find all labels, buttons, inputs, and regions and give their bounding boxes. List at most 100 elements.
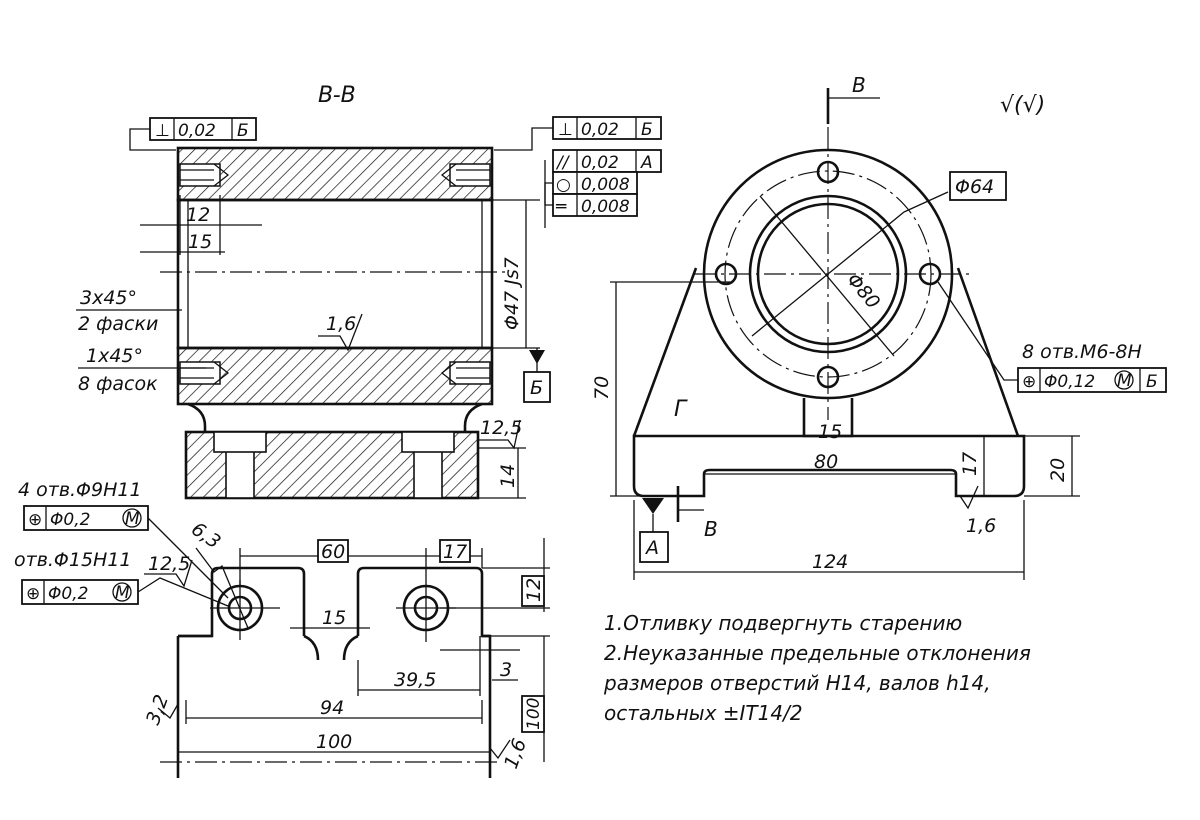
- svg-text:14: 14: [497, 464, 519, 488]
- roughness-16-front: 1,6: [959, 485, 996, 537]
- fcf-perpendicularity-right: ⊥ 0,02 Б: [494, 116, 662, 151]
- svg-text:17: 17: [443, 541, 467, 563]
- holes-large-callout: отв.Φ15H11 ⊕ Φ0,2 M: [14, 549, 229, 607]
- svg-text:B: B: [704, 517, 718, 541]
- bore-outline: [176, 198, 494, 350]
- dim-slot-15: 15: [290, 607, 370, 629]
- svg-text:B: B: [852, 73, 866, 97]
- svg-text:Б: Б: [530, 377, 543, 399]
- svg-text:Б: Б: [237, 121, 249, 141]
- svg-text://: //: [555, 153, 571, 173]
- dim-60-17: 60 17: [239, 539, 483, 586]
- lower-wall: [176, 346, 494, 406]
- roughness-side: 12,5: [478, 417, 522, 450]
- chamfer-note-big: 3x45° 2 фаски: [76, 287, 182, 335]
- roughness-bore: 1,6: [318, 313, 363, 352]
- svg-text:1,6: 1,6: [326, 313, 356, 335]
- svg-text:8 отв.M6-8H: 8 отв.M6-8H: [1022, 341, 1142, 363]
- svg-text:17: 17: [959, 452, 981, 476]
- svg-text:1x45°: 1x45°: [86, 345, 143, 367]
- roughness-note: √(√): [1000, 93, 1045, 118]
- svg-text:0,008: 0,008: [581, 175, 630, 195]
- svg-text:15: 15: [322, 607, 346, 629]
- svg-text:Φ64: Φ64: [955, 176, 994, 198]
- svg-text:⊕: ⊕: [26, 584, 40, 604]
- svg-text:Φ0,2: Φ0,2: [48, 584, 88, 604]
- section-label: B-B: [318, 83, 356, 108]
- svg-text:Φ0,12: Φ0,12: [1044, 372, 1095, 392]
- technical-notes: 1.Отливку подвергнуть старению 2.Неуказа…: [603, 611, 1031, 725]
- bolt-hole: [918, 262, 942, 286]
- svg-text:⊥: ⊥: [558, 120, 573, 140]
- svg-text:12: 12: [523, 578, 545, 602]
- svg-text:M: M: [115, 583, 130, 603]
- dim-3: 3: [440, 649, 520, 681]
- svg-text:0,008: 0,008: [581, 197, 630, 217]
- threaded-hole: [440, 163, 491, 187]
- section-view: B-B: [76, 83, 662, 500]
- cut-mark-top: B: [826, 73, 880, 124]
- svg-text:Φ0,2: Φ0,2: [50, 510, 90, 530]
- fcf-parallelism: // 0,02 A: [552, 149, 662, 173]
- web-fillets: [187, 402, 483, 432]
- svg-text:═: ═: [555, 197, 567, 217]
- cut-mark-bottom: B: [676, 486, 718, 541]
- view-mark: Г: [674, 397, 688, 422]
- svg-text:94: 94: [320, 697, 344, 719]
- bore-diameter-dim: Φ47 Js7 Б: [492, 199, 551, 403]
- svg-text:отв.Φ15H11: отв.Φ15H11: [14, 549, 132, 571]
- svg-text:100: 100: [524, 698, 544, 730]
- svg-text:○: ○: [556, 175, 571, 195]
- svg-text:Б: Б: [1146, 372, 1158, 392]
- svg-text:20: 20: [1047, 458, 1069, 482]
- upper-wall: [176, 146, 494, 202]
- roughness-63: 6,3: [187, 518, 224, 553]
- neck: [802, 398, 854, 438]
- roughness-16-top: 1,6: [500, 736, 531, 772]
- svg-text:1,6: 1,6: [966, 515, 996, 537]
- svg-text:100: 100: [316, 731, 352, 753]
- svg-text:A: A: [640, 153, 653, 173]
- fcf-straightness: ═ 0,008: [544, 160, 638, 228]
- svg-text:Φ80: Φ80: [842, 269, 884, 313]
- dim-17: 17: [956, 435, 990, 496]
- datum-a: A: [639, 498, 669, 563]
- svg-text:4 отв.Φ9H11: 4 отв.Φ9H11: [18, 479, 142, 501]
- svg-text:0,02: 0,02: [581, 120, 619, 140]
- svg-text:⊥: ⊥: [155, 121, 170, 141]
- bolt-hole: [816, 160, 840, 184]
- svg-text:⊕: ⊕: [28, 510, 42, 530]
- front-view: 15 B B Г √(√) Φ64 Φ80 8 отв.M6-8H: [591, 73, 1167, 580]
- dim-80: 80: [704, 451, 956, 475]
- roughness-125: 12,5: [148, 553, 190, 575]
- svg-text:3x45°: 3x45°: [80, 287, 137, 309]
- threaded-holes-callout: 8 отв.M6-8H ⊕ Φ0,12 M Б: [937, 281, 1167, 393]
- rib-left: [632, 267, 698, 437]
- roughness-32: 3,2: [142, 692, 173, 728]
- dim-100-vertical: 100: [490, 635, 550, 762]
- svg-text:39,5: 39,5: [394, 669, 436, 691]
- note-line: размеров отверстий H14, валов h14,: [603, 671, 991, 695]
- svg-text:12: 12: [186, 204, 210, 226]
- dim-70: 70: [591, 281, 730, 497]
- svg-text:0,02: 0,02: [178, 121, 216, 141]
- dim-100: 100: [178, 731, 490, 753]
- bolt-hole: [816, 365, 840, 389]
- dim-chamfer-depth: 12 15: [140, 195, 262, 255]
- dim-94: 94: [185, 697, 483, 724]
- note-line: 2.Неуказанные предельные отклонения: [604, 641, 1031, 665]
- dim-20: 20: [1024, 435, 1080, 497]
- svg-text:⊕: ⊕: [1022, 372, 1036, 392]
- svg-text:124: 124: [812, 551, 848, 573]
- svg-text:80: 80: [814, 451, 838, 473]
- fcf-roundness: ○ 0,008: [552, 171, 638, 195]
- threaded-hole: [179, 163, 230, 187]
- dim-124: 124: [633, 500, 1025, 580]
- svg-text:M: M: [125, 509, 140, 529]
- dim-395: 39,5: [357, 636, 481, 696]
- svg-text:Б: Б: [641, 120, 653, 140]
- svg-text:3: 3: [500, 659, 512, 681]
- svg-text:60: 60: [321, 541, 345, 563]
- svg-text:15: 15: [188, 231, 212, 253]
